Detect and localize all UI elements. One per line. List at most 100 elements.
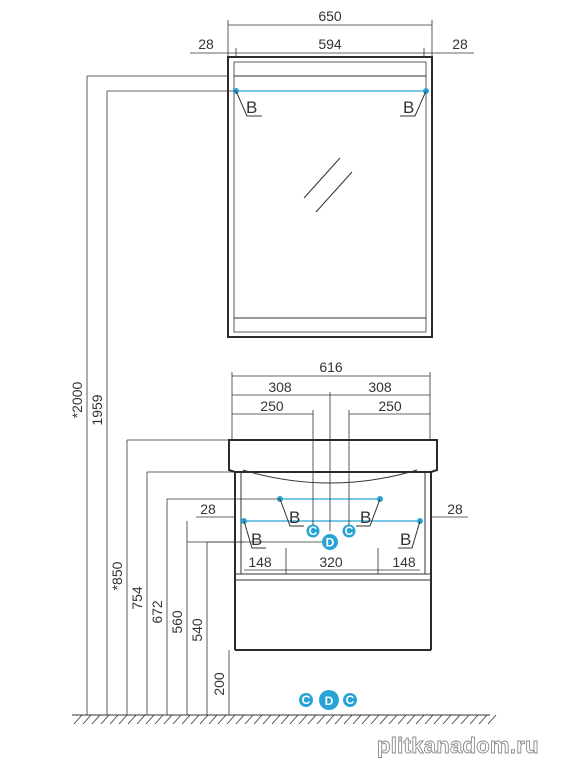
cabinet-side-left: 28 [200,501,216,517]
hatch-stroke [388,714,398,725]
hot-water-connection [342,524,356,538]
connection-legend: C D C [299,690,357,710]
mirror-width-total: 650 [318,8,342,24]
cabinet-mount-lower-left: B [251,530,262,549]
hatch-stroke [316,714,326,725]
mirror-frame [227,56,433,338]
basin-top [228,439,438,473]
mirror-width-inner: 594 [318,36,342,52]
cabinet-span-left: 148 [248,554,272,570]
hatch-stroke [271,714,281,725]
legend-drain: D [325,694,334,708]
mirror: B B [227,56,433,338]
hatch-stroke [325,714,335,725]
cabinet-dimensions: 616 308 308 250 250 28 28 148 320 148 [196,359,468,574]
hatch-stroke [244,714,254,725]
cold-water-connection [306,524,320,538]
legend-hot-icon [343,693,357,707]
hatch-stroke [442,714,452,725]
mount-marker-lower-right [398,520,421,549]
hatch-stroke [208,714,218,725]
legend-cold-icon [299,693,313,707]
hatch-stroke [181,714,191,725]
legend-drain-icon [319,690,339,710]
floor-hatching [73,714,497,725]
height-dimensions: *2000 1959 *850 754 672 560 540 200 [69,75,322,715]
legend-hot: C [346,693,355,707]
cabinet-mount-lower-right: B [400,530,411,549]
mirror-side-right: 28 [452,36,468,52]
hatch-stroke [226,714,236,725]
hatch-stroke [118,714,128,725]
connection-drain-label: D [326,536,335,550]
hatch-stroke [370,714,380,725]
cabinet-side-right: 28 [447,501,463,517]
connection-cold-label: C [309,524,318,538]
height-850: *850 [109,561,125,590]
cabinet-half-right: 308 [368,379,392,395]
mount-marker-upper-left [279,498,304,527]
hatch-stroke [379,714,389,725]
hatch-stroke [217,714,227,725]
hatch-stroke [469,714,479,725]
hatch-stroke [136,714,146,725]
hatch-stroke [424,714,434,725]
hatch-stroke [280,714,290,725]
height-560: 560 [169,610,185,634]
legend-cold: C [302,693,311,707]
cabinet-offset-right: 250 [378,398,402,414]
hatch-stroke [478,714,488,725]
hatch-stroke [289,714,299,725]
hatch-stroke [163,714,173,725]
mount-marker-right [400,90,427,117]
mirror-glass [233,61,427,333]
mount-marker-upper-right [356,498,381,527]
hatch-stroke [100,714,110,725]
mount-marker-lower-left [243,520,266,549]
hatch-stroke [334,714,344,725]
hatch-stroke [460,714,470,725]
hatch-stroke [253,714,263,725]
hatch-stroke [361,714,371,725]
height-2000: *2000 [69,381,85,418]
height-540: 540 [189,618,205,642]
cabinet-offset-left: 250 [260,398,284,414]
hatch-stroke [487,714,497,725]
mirror-glare-2 [315,171,353,213]
hatch-stroke [451,714,461,725]
hatch-stroke [406,714,416,725]
hatch-stroke [145,714,155,725]
hatch-stroke [343,714,353,725]
hatch-stroke [73,714,83,725]
mount-marker-left [235,90,262,117]
watermark: plitkanadom.ru [377,733,539,758]
cabinet-mount-upper-right: B [360,508,371,527]
hatch-stroke [433,714,443,725]
cabinet-span-center: 320 [319,554,343,570]
cabinet-width-total: 616 [319,359,343,375]
hatch-stroke [154,714,164,725]
hatch-stroke [298,714,308,725]
hatch-stroke [415,714,425,725]
hatch-stroke [397,714,407,725]
hatch-stroke [190,714,200,725]
hatch-stroke [199,714,209,725]
mirror-mount-right: B [403,98,414,117]
hatch-stroke [127,714,137,725]
hatch-stroke [91,714,101,725]
cabinet-span-right: 148 [392,554,416,570]
mirror-dimensions: 650 594 28 28 [190,8,474,57]
cabinet-half-left: 308 [268,379,292,395]
floor [72,714,497,725]
hatch-stroke [235,714,245,725]
mirror-mount-left: B [246,98,257,117]
connection-hot-label: C [345,524,354,538]
mirror-glare-1 [303,157,341,199]
hatch-stroke [307,714,317,725]
hatch-stroke [262,714,272,725]
drain-connection [322,534,338,550]
hatch-stroke [109,714,119,725]
hatch-stroke [82,714,92,725]
height-200: 200 [211,672,227,696]
